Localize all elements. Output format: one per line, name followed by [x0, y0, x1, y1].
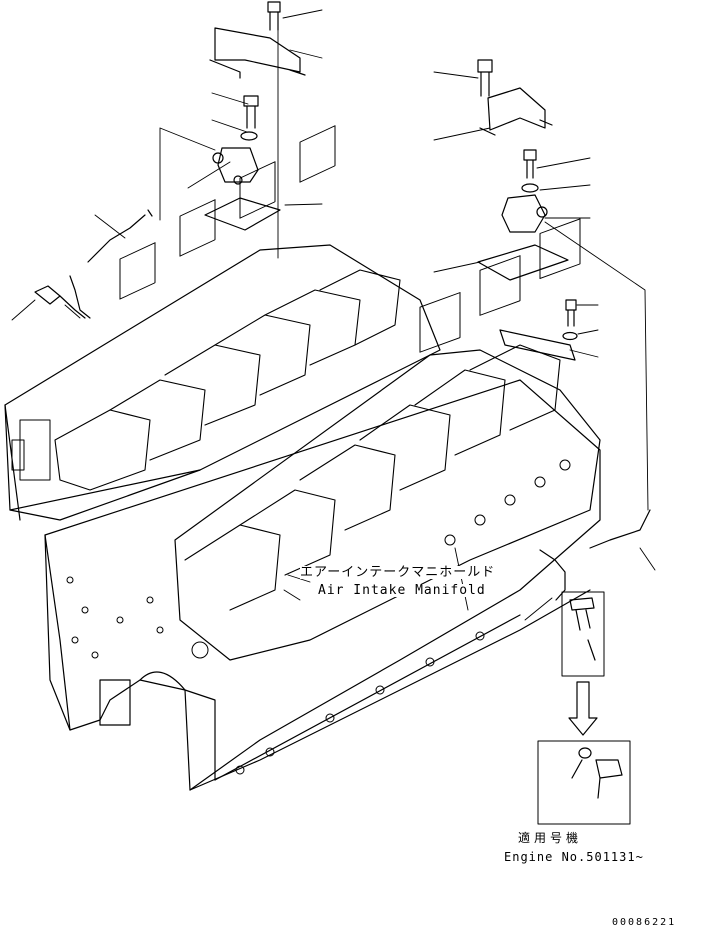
applicable-engine-jp-label: 適用号機 — [518, 831, 583, 845]
drawing-code: 00086221 — [612, 917, 677, 928]
right-cylinder-bank — [174, 218, 601, 661]
right-exploded-parts — [477, 59, 651, 601]
leader-lines — [11, 9, 656, 621]
detail-box-bottom — [537, 740, 631, 825]
air-intake-manifold-label: Air Intake Manifold — [318, 583, 486, 598]
air-intake-manifold-jp-label: エアーインテークマニホールド — [300, 565, 496, 580]
engine-number-label: Engine No.501131~ — [504, 850, 644, 864]
left-cylinder-bank — [4, 125, 441, 521]
left-exploded-parts — [34, 1, 306, 319]
engine-block — [44, 379, 601, 791]
down-arrow — [568, 681, 598, 736]
detail-box-top — [561, 591, 605, 677]
